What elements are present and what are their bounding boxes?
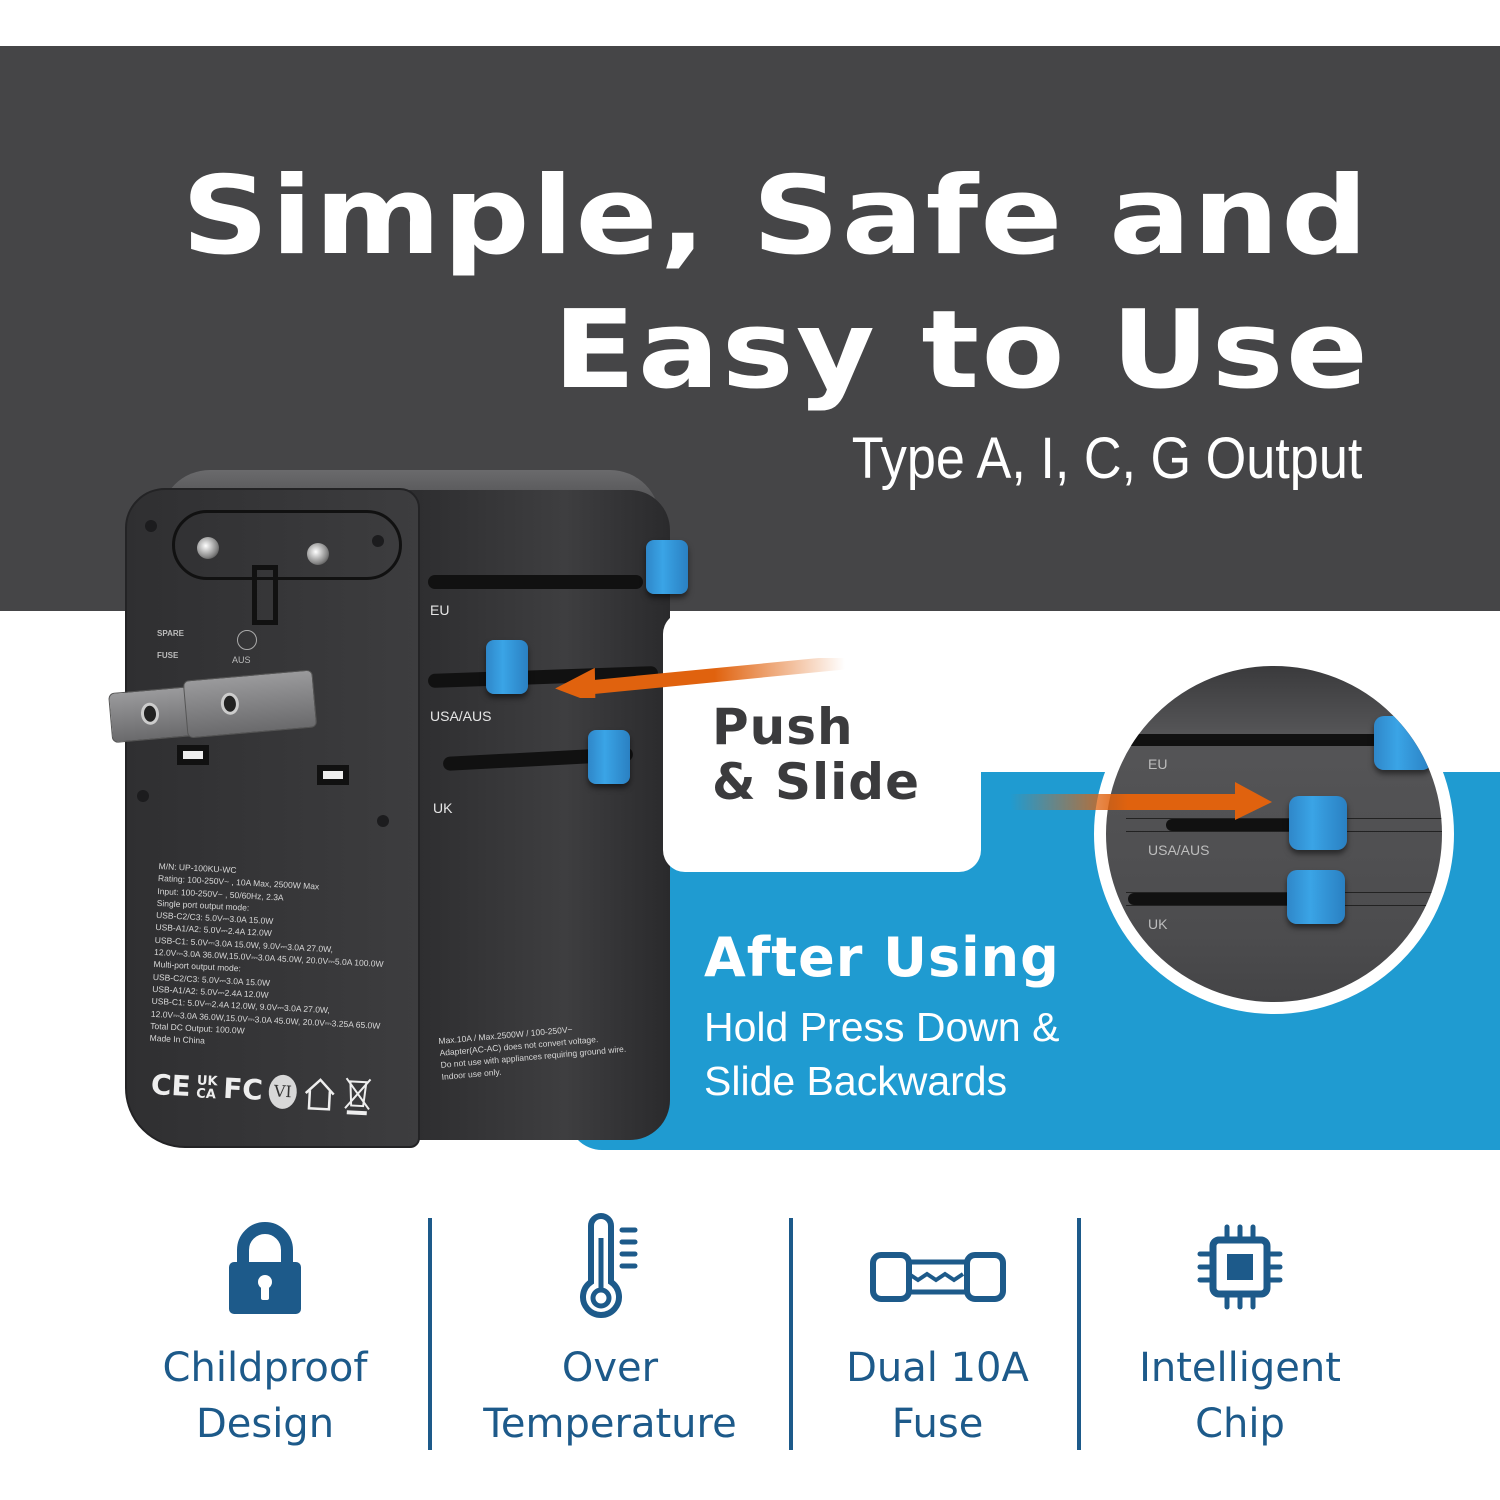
push-slide-text: Push & Slide <box>712 700 920 810</box>
eu-label: EU <box>430 602 450 618</box>
screw <box>145 520 157 532</box>
headline-line-1: Simple, Safe and <box>181 154 1370 279</box>
ukca-mark: UK CA <box>195 1073 218 1103</box>
warning-label: Max.10A / Max.2500W / 100-250V~ Adapter(… <box>438 1024 627 1082</box>
fuse-label: FUSE <box>157 651 179 660</box>
spec-label: M/N: UP-100KU-WC Rating: 100-250V~ , 10A… <box>149 860 384 1046</box>
uk-slider <box>588 730 630 784</box>
headline-subtitle: Type A, I, C, G Output <box>851 426 1362 491</box>
feature-label: Over Temperature <box>460 1340 760 1452</box>
zoom-uk-slot <box>1128 893 1308 905</box>
feature-label-line: Childproof <box>162 1345 368 1391</box>
feature-label: Childproof Design <box>115 1340 415 1452</box>
feature-label: Dual 10A Fuse <box>790 1340 1085 1452</box>
slide-label: & Slide <box>712 753 921 811</box>
indoor-use-icon <box>304 1078 335 1111</box>
after-using-line-2: Slide Backwards <box>704 1058 1008 1104</box>
thermometer-icon <box>580 1213 638 1318</box>
feature-label-line: Dual 10A <box>846 1345 1029 1391</box>
zoom-eu-slot <box>1126 734 1396 746</box>
screw <box>377 815 389 827</box>
feature-intelligent-chip: Intelligent Chip <box>1090 1210 1390 1460</box>
chip-icon <box>1197 1224 1283 1310</box>
feature-label-line: Design <box>195 1401 335 1447</box>
weee-bin-icon <box>344 1077 372 1116</box>
push-slide-card <box>663 612 981 872</box>
push-arrow-icon <box>555 658 845 698</box>
feature-label-line: Chip <box>1195 1401 1285 1447</box>
after-using-line-1: Hold Press Down & <box>704 1004 1060 1050</box>
zoom-usa-slot <box>1166 819 1316 831</box>
aus-rotate-icon <box>237 630 257 650</box>
fcc-mark: FC <box>222 1071 264 1107</box>
travel-adapter-image: EU USA/AUS UK Max.10A / Max.2500W / 100-… <box>100 470 700 1160</box>
ce-mark: CE <box>150 1067 192 1104</box>
vi-mark: VI <box>267 1074 298 1110</box>
headline: Simple, Safe and Easy to Use <box>182 150 1370 418</box>
adapter-side-panel: EU USA/AUS UK Max.10A / Max.2500W / 100-… <box>405 490 688 1140</box>
spare-fuse-label: SPARE FUSE <box>157 623 184 667</box>
ground-slot <box>252 565 278 625</box>
feature-divider <box>428 1218 432 1450</box>
feature-childproof: Childproof Design <box>115 1210 415 1460</box>
push-label: Push <box>712 698 854 756</box>
feature-label-line: Temperature <box>483 1401 737 1447</box>
slider-zoom-inset: EU USA/AUS UK <box>1094 654 1454 1014</box>
lock-icon <box>229 1222 301 1314</box>
zoom-eu-label: EU <box>1148 756 1168 772</box>
feature-divider <box>1077 1218 1081 1450</box>
eu-socket-outline <box>172 510 402 580</box>
usa-aus-slider <box>486 640 528 694</box>
feature-label-line: Intelligent <box>1139 1345 1341 1391</box>
aus-label: AUS <box>232 655 251 665</box>
feature-divider <box>789 1218 793 1450</box>
feature-row: Childproof Design Over Temperature <box>0 1210 1500 1460</box>
usa-aus-label: USA/AUS <box>430 708 492 724</box>
headline-line-2: Easy to Use <box>552 288 1370 413</box>
uk-socket-slot <box>177 745 209 765</box>
spare-label: SPARE <box>157 629 184 638</box>
release-arrow-icon <box>1010 782 1272 820</box>
after-using-title: After Using <box>704 926 1060 989</box>
certification-marks: CE UK CA FC VI <box>150 1065 374 1117</box>
fuse-icon <box>869 1252 1006 1302</box>
us-prong-right <box>182 669 318 739</box>
feature-label-line: Over <box>561 1345 659 1391</box>
ukca-ca: CA <box>195 1086 217 1103</box>
feature-dual-fuse: Dual 10A Fuse <box>790 1210 1085 1460</box>
feature-label: Intelligent Chip <box>1090 1340 1390 1452</box>
feature-label-line: Fuse <box>891 1401 984 1447</box>
eu-slider <box>646 540 688 594</box>
zoom-usa-track <box>1126 818 1442 832</box>
zoom-uk-slider <box>1287 870 1345 924</box>
socket-pin <box>307 543 329 565</box>
zoom-usa-aus-label: USA/AUS <box>1148 842 1210 858</box>
zoom-uk-track <box>1126 892 1442 906</box>
eu-slot <box>428 575 643 589</box>
feature-over-temperature: Over Temperature <box>460 1210 760 1460</box>
adapter-front-face: SPARE FUSE AUS M/N: UP-100KU-WC Rating: … <box>125 488 420 1148</box>
zoom-uk-label: UK <box>1148 916 1168 932</box>
after-using-description: Hold Press Down & Slide Backwards <box>704 1000 1059 1108</box>
socket-pin <box>197 537 219 559</box>
uk-label: UK <box>433 800 453 816</box>
uk-socket-slot <box>317 765 349 785</box>
screw <box>137 790 149 802</box>
zoom-eu-slider <box>1374 716 1432 770</box>
zoom-usa-aus-slider <box>1289 796 1347 850</box>
